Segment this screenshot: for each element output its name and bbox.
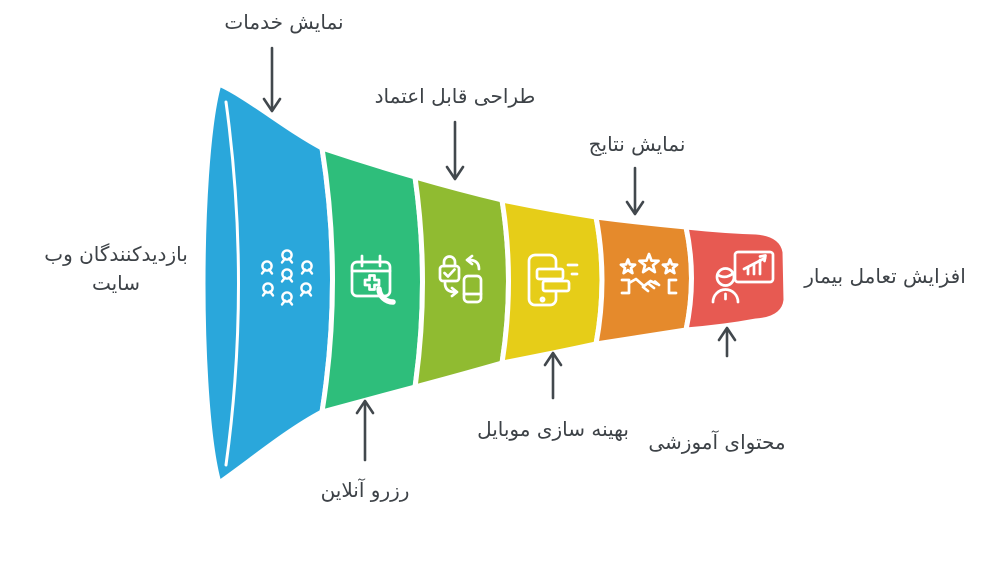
mobile-cards-icon (527, 253, 579, 307)
label-show-services: نمایش خدمات (224, 10, 344, 34)
label-trusted-design: طراحی قابل اعتماد (374, 84, 536, 108)
funnel-mouth-rim (224, 100, 240, 467)
arrow-educational-content (717, 326, 737, 358)
arrow-show-services (262, 46, 282, 113)
label-website-visitors-line1: بازدیدکنندگان وب (44, 242, 188, 266)
pointer-arrows (262, 46, 737, 462)
arrow-mobile-optimization (543, 351, 563, 400)
calendar-phone-icon (350, 254, 396, 305)
segment-online-booking (319, 145, 425, 415)
label-patient-engagement: افزایش تعامل بیمار (804, 264, 966, 288)
label-website-visitors-line2: سایت (91, 271, 141, 295)
stars-handshake-icon (619, 252, 679, 295)
label-online-booking: رزرو آنلاین (320, 478, 410, 502)
network-nodes-icon (260, 249, 314, 306)
arrow-online-booking (355, 399, 375, 462)
segment-trusted-design (412, 174, 511, 390)
arrow-trusted-design (445, 120, 465, 181)
label-mobile-optimization: بهینه سازی موبایل (477, 417, 629, 441)
person-presentation-icon (711, 250, 775, 304)
label-educational-content: محتوای آموزشی (648, 430, 786, 454)
arrow-show-results (625, 166, 645, 216)
label-website-visitors: بازدیدکنندگان وب سایت (26, 240, 206, 298)
funnel-segments (200, 81, 789, 486)
label-show-results: نمایش نتایج (588, 132, 686, 156)
lock-phone-sync-icon (438, 254, 483, 304)
